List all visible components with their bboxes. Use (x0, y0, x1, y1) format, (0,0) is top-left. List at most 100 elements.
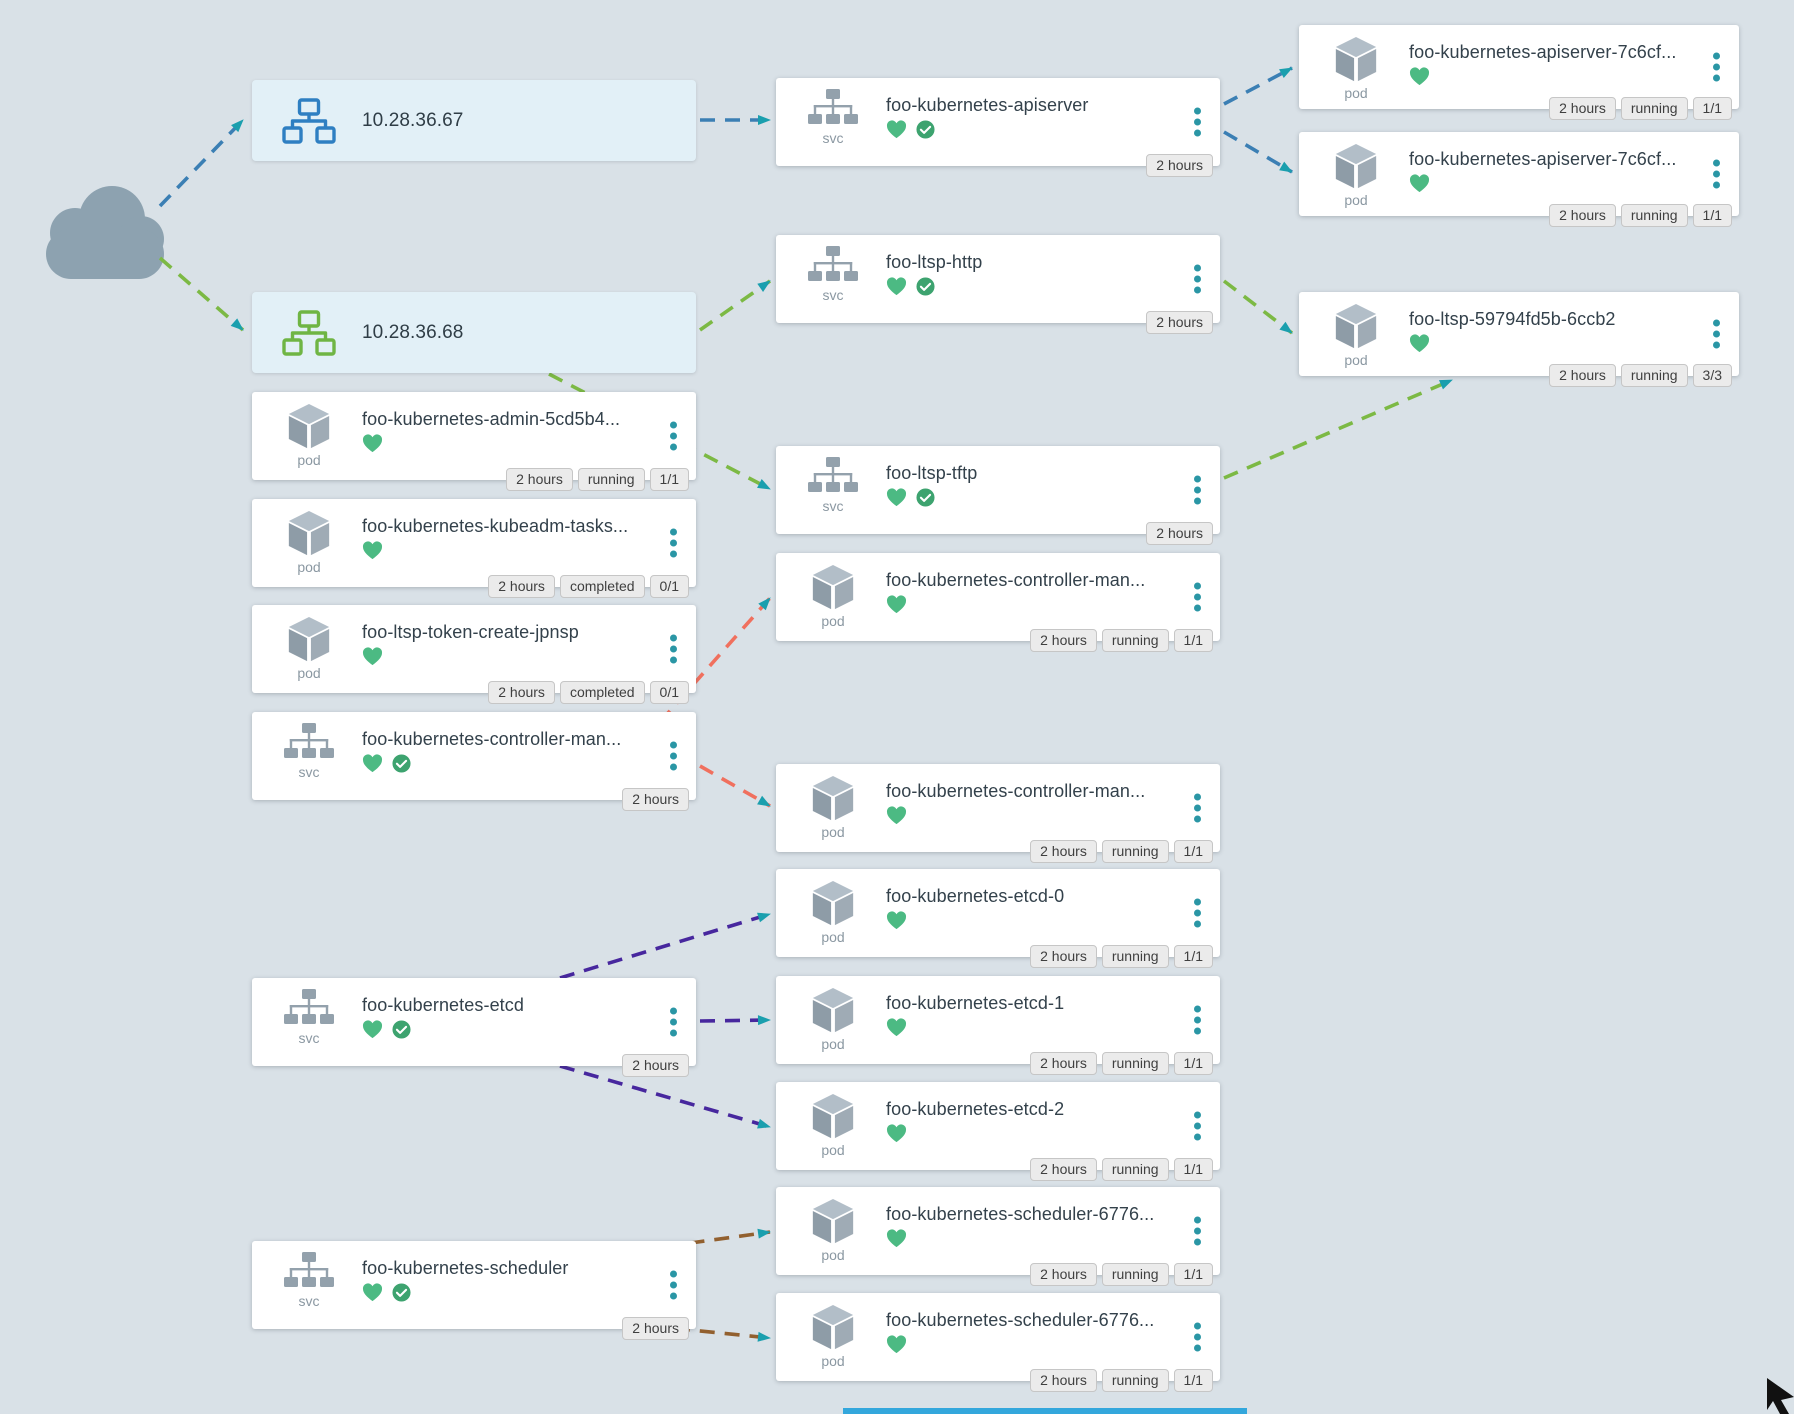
node-label: foo-kubernetes-kubeadm-tasks... (362, 516, 629, 536)
node-type-label: svc (822, 130, 844, 146)
health-indicators (362, 434, 383, 453)
node-label: foo-ltsp-token-create-jpnsp (362, 622, 579, 642)
kebab-menu-button[interactable] (665, 1003, 682, 1042)
age-badge: 2 hours (622, 1317, 689, 1340)
node-icon-wrap: svc (802, 89, 864, 145)
node-icon-wrap: svc (802, 246, 864, 302)
pod-cube-icon (288, 403, 330, 449)
kebab-menu-button[interactable] (1189, 894, 1206, 933)
pod-cube-icon (812, 987, 854, 1033)
kebab-menu-button[interactable] (1708, 315, 1725, 354)
node-icon-wrap: svc (802, 457, 864, 513)
kebab-menu-button[interactable] (1708, 48, 1725, 87)
node-type-label: pod (821, 613, 845, 629)
node-label: foo-kubernetes-etcd-1 (886, 993, 1065, 1013)
kebab-menu-button[interactable] (1189, 471, 1206, 510)
node-type-label: pod (821, 1353, 845, 1369)
status-badge: running (1620, 97, 1688, 120)
ready-count-badge: 1/1 (1173, 1369, 1213, 1392)
kebab-menu-button[interactable] (1189, 1212, 1206, 1251)
status-badge: running (1101, 1052, 1169, 1075)
health-heart-icon (886, 911, 907, 930)
pod-node-pod-scheduler-1[interactable]: pod foo-kubernetes-scheduler-6776... 2 hou… (776, 1187, 1220, 1286)
health-indicators (886, 277, 935, 296)
edge-svc-apiserver-to-pod-apiserver-2 (1223, 130, 1293, 174)
kebab-menu-button[interactable] (1189, 1107, 1206, 1146)
health-heart-icon (886, 277, 907, 296)
node-icon-wrap: pod (802, 775, 864, 839)
node-type-label: pod (821, 929, 845, 945)
health-indicators (1409, 334, 1430, 353)
age-badge: 2 hours (1030, 1263, 1097, 1286)
kebab-menu-button[interactable] (1189, 578, 1206, 617)
kebab-menu-button[interactable] (1189, 103, 1206, 142)
kebab-menu-button[interactable] (665, 417, 682, 456)
host-network-icon (282, 309, 336, 356)
node-label: foo-ltsp-59794fd5b-6ccb2 (1409, 309, 1616, 329)
kebab-menu-button[interactable] (1189, 260, 1206, 299)
kebab-menu-button[interactable] (1708, 155, 1725, 194)
node-icon-wrap: svc (278, 1252, 340, 1308)
node-icon-wrap: svc (278, 989, 340, 1045)
ready-count-badge: 1/1 (1173, 945, 1213, 968)
pod-cube-icon (1335, 143, 1377, 189)
node-type-label: svc (298, 764, 320, 780)
edge-svc-controller-manager-to-pod-controller-2 (699, 764, 771, 808)
node-label: foo-kubernetes-scheduler-6776... (886, 1204, 1155, 1224)
kebab-menu-button[interactable] (665, 737, 682, 776)
edge-host-10-28-36-68-to-svc-ltsp-http (698, 279, 772, 332)
kebab-menu-button[interactable] (665, 1266, 682, 1305)
node-label: foo-kubernetes-scheduler (362, 1258, 569, 1278)
health-heart-icon (362, 1020, 383, 1039)
health-indicators (362, 1020, 411, 1039)
cloud-internet-icon[interactable] (46, 186, 164, 279)
age-badge: 2 hours (622, 1054, 689, 1077)
kebab-menu-button[interactable] (665, 630, 682, 669)
edge-host-10-28-36-68-to-svc-ltsp-tftp (548, 372, 771, 491)
age-badge: 2 hours (1549, 364, 1616, 387)
health-indicators (886, 1335, 907, 1354)
node-type-label: svc (298, 1030, 320, 1046)
node-type-label: svc (822, 498, 844, 514)
age-badge: 2 hours (1146, 311, 1213, 334)
host-node-host-10-28-36-68[interactable]: 10.28.36.68 (252, 292, 696, 373)
kebab-menu-button[interactable] (1189, 789, 1206, 828)
service-tree-icon (808, 457, 858, 492)
status-badge: running (1101, 1158, 1169, 1181)
health-indicators (886, 595, 907, 614)
node-label: foo-kubernetes-apiserver-7c6cf... (1409, 149, 1677, 169)
kebab-menu-button[interactable] (1189, 1001, 1206, 1040)
kebab-menu-button[interactable] (1189, 1318, 1206, 1357)
service-node-svc-scheduler[interactable]: svc foo-kubernetes-scheduler 2 hours (252, 1241, 696, 1340)
health-heart-icon (886, 120, 907, 139)
node-icon-wrap: pod (802, 1198, 864, 1262)
mouse-cursor (1767, 1378, 1794, 1414)
health-indicators (886, 806, 907, 825)
host-node-host-10-28-36-67[interactable]: 10.28.36.67 (252, 80, 696, 161)
kebab-menu-button[interactable] (665, 524, 682, 563)
node-type-label: pod (821, 1036, 845, 1052)
node-type-label: pod (1344, 352, 1368, 368)
